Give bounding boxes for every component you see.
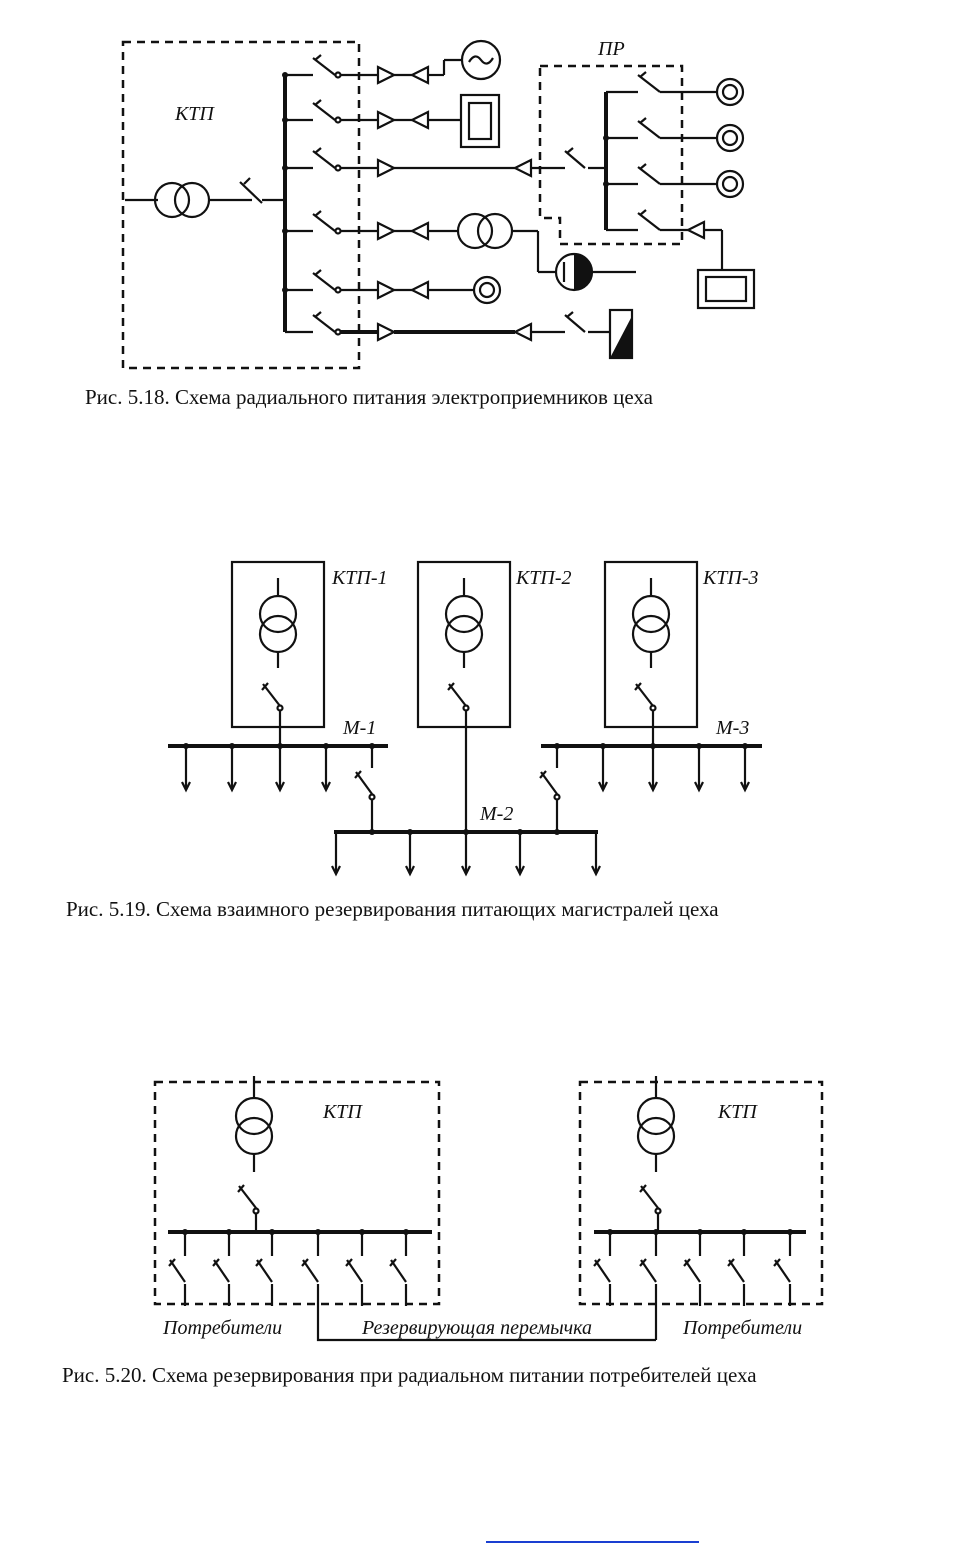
feeder-lines: [282, 41, 636, 358]
ktp-left-dashed-box: [155, 1082, 439, 1304]
m2-label: М-2: [479, 803, 513, 825]
figure-5-20: КТП КТП: [62, 1076, 822, 1387]
ktp-right-label: КТП: [717, 1101, 758, 1123]
caption-5-20: Рис. 5.20. Схема резервирования при ради…: [62, 1363, 757, 1387]
footer-link-underline[interactable]: [486, 1541, 699, 1543]
ktp3-label: КТП-3: [702, 567, 759, 589]
m1-label: М-1: [342, 717, 376, 739]
consumers-left-label: Потребители: [162, 1317, 282, 1339]
m3-label: М-3: [715, 717, 749, 739]
ktp-dashed-box: [123, 42, 359, 368]
ktp2-label: КТП-2: [515, 567, 572, 589]
reserve-jumper-label: Резервирующая перемычка: [361, 1317, 592, 1339]
ktp-label: КТП: [174, 103, 215, 125]
lamp-icon: [474, 277, 500, 303]
figure-5-18: КТП: [85, 38, 754, 409]
caption-5-18: Рис. 5.18. Схема радиального питания эле…: [85, 385, 654, 409]
ktp1-label: КТП-1: [331, 567, 388, 589]
consumers-right-label: Потребители: [682, 1317, 802, 1339]
caption-5-19: Рис. 5.19. Схема взаимного резервировани…: [66, 897, 719, 921]
ktp-right-dashed-box: [580, 1082, 822, 1304]
left-feeders: [169, 1229, 409, 1306]
transformer-symbol: [125, 178, 285, 217]
m1-outlets: [182, 743, 375, 832]
figure-5-19: КТП-1 КТП-2 КТП-3 М-1: [66, 562, 762, 921]
ktp-left-label: КТП: [322, 1101, 363, 1123]
m2-outlets: [332, 829, 600, 874]
m3-outlets: [540, 743, 749, 832]
pr-label: ПР: [597, 38, 625, 60]
